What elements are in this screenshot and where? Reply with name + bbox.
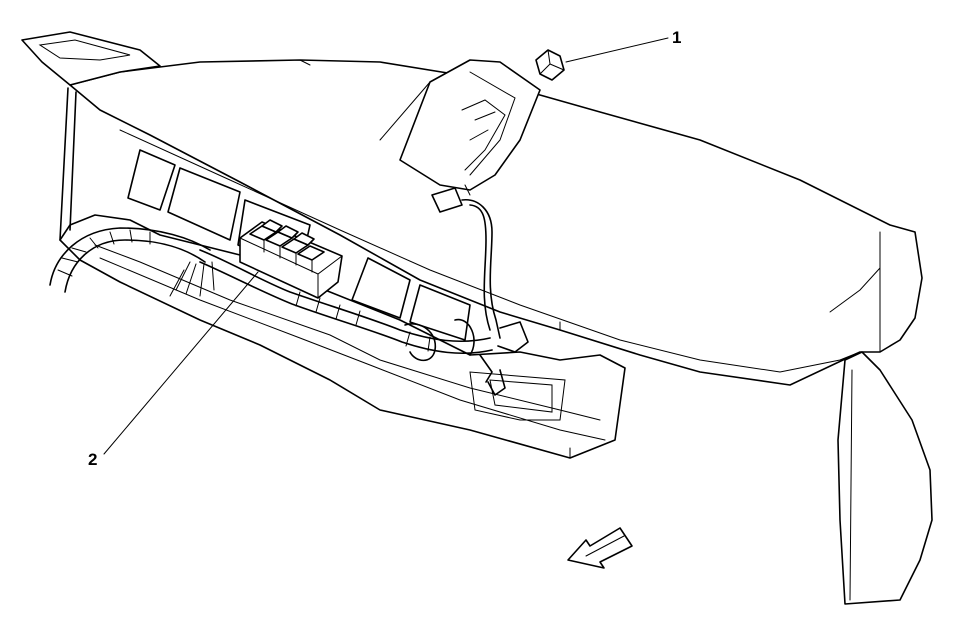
center-stack (379, 59, 541, 196)
relay-center (239, 219, 343, 299)
under-dash-bays (127, 149, 471, 341)
ip-carrier (59, 214, 626, 459)
screw (535, 49, 565, 81)
right-side-cover (837, 351, 933, 605)
instrument-panel (21, 31, 923, 386)
callout-2: 2 (88, 450, 98, 469)
wiring-harness (49, 187, 529, 396)
arrow-direction-icon (567, 527, 633, 569)
leader-lines (103, 37, 669, 455)
callout-1: 1 (672, 28, 682, 47)
leader-line-2 (103, 271, 259, 455)
leader-line-1 (565, 37, 669, 63)
